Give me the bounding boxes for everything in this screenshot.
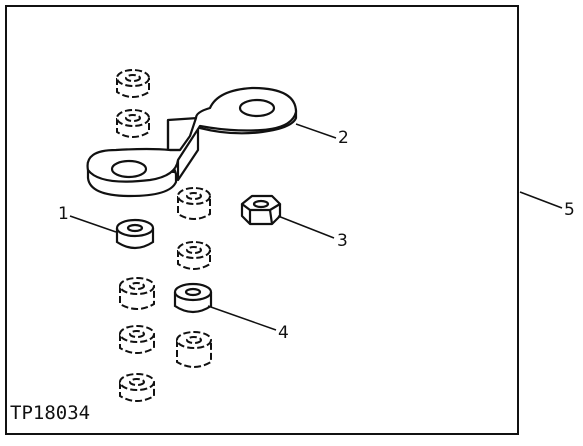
spacer-stack-center <box>176 187 212 368</box>
callout-2: 2 <box>338 128 349 148</box>
leader-lines <box>69 123 563 331</box>
spacer-icon <box>116 69 150 98</box>
leader-line-1 <box>69 215 117 233</box>
leader-line-3 <box>277 215 335 239</box>
spacer-icon <box>119 373 155 402</box>
flat-washer-spacer-icon <box>173 282 213 314</box>
callout-3: 3 <box>337 231 348 251</box>
assembly-frame <box>5 5 519 435</box>
callout-4: 4 <box>278 323 289 343</box>
callout-5: 5 <box>564 200 575 220</box>
spacer-stack-left <box>116 69 155 402</box>
spacer-icon <box>119 277 155 310</box>
leader-line-5 <box>519 191 563 209</box>
spacer-icon <box>177 241 211 270</box>
offset-bracket-icon <box>86 86 298 198</box>
callout-1: 1 <box>58 204 69 224</box>
flat-washer-spacer-icon <box>115 218 155 250</box>
spacer-icon <box>119 325 155 354</box>
spacer-icon <box>177 187 211 220</box>
figure-id-label: TP18034 <box>10 402 91 424</box>
spacer-icon <box>116 109 150 138</box>
leader-line-4 <box>207 305 277 331</box>
hex-nut-icon <box>240 194 282 226</box>
spacer-icon <box>176 331 212 368</box>
leader-line-2 <box>295 123 337 139</box>
